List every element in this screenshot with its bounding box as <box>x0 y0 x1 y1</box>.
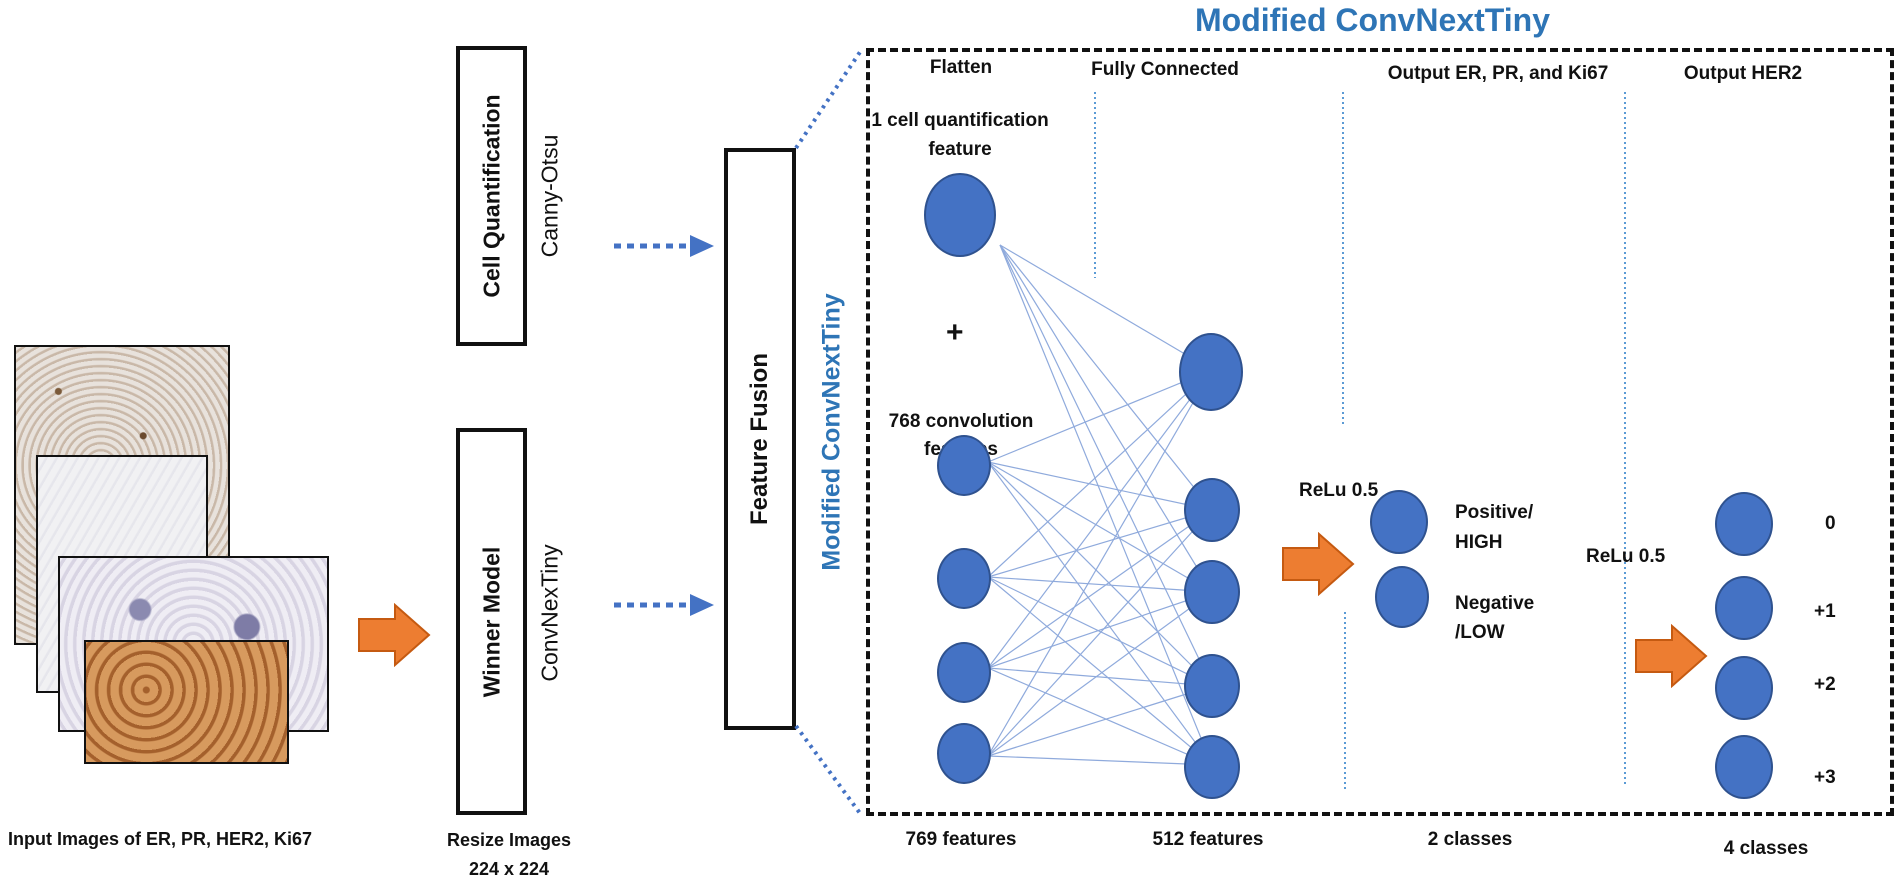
relu-label-2: ReLu 0.5 <box>1586 546 1666 567</box>
input-caption: Input Images of ER, PR, HER2, Ki67 <box>8 829 313 849</box>
fc-node-3 <box>1184 560 1240 624</box>
footer-512-features: 512 features <box>1152 829 1264 850</box>
negative-label-line1: Negative <box>1455 593 1535 614</box>
positive-label-line2: HIGH <box>1455 532 1503 553</box>
conv-features-label-line1: 768 convolution <box>888 411 1034 432</box>
conv-node-2 <box>937 548 991 609</box>
cell-feature-label-line1: 1 cell quantification <box>871 110 1049 131</box>
fc-node-1 <box>1179 333 1243 411</box>
cell-quantification-box: Cell Quantification <box>456 46 527 346</box>
resize-caption-line2: 224 x 224 <box>468 859 550 879</box>
dotted-arrow-cell <box>614 235 714 257</box>
her2-node-3 <box>1715 735 1773 799</box>
her2-node-0 <box>1715 492 1773 556</box>
col-output-her2: Output HER2 <box>1683 63 1803 84</box>
her2-label-0: 0 <box>1825 513 1836 534</box>
footer-769-features: 769 features <box>905 829 1017 850</box>
her2-label-1: +1 <box>1814 601 1836 622</box>
out1-node-positive <box>1370 490 1428 554</box>
plus-sign: + <box>946 316 964 349</box>
footer-4-classes: 4 classes <box>1723 838 1809 859</box>
out1-node-negative <box>1375 566 1429 628</box>
cell-feature-label-line2: feature <box>928 139 992 160</box>
negative-label-line2: /LOW <box>1455 622 1505 643</box>
footer-2-classes: 2 classes <box>1427 829 1513 850</box>
her2-stain-image <box>84 640 289 764</box>
col-fully-connected: Fully Connected <box>1091 59 1239 80</box>
her2-label-3: +3 <box>1814 767 1836 788</box>
modified-convnexttiny-panel <box>866 48 1894 816</box>
arrow-to-model <box>358 603 431 667</box>
col-flatten: Flatten <box>929 57 993 78</box>
diagram-title: Modified ConvNextTiny <box>1195 2 1550 38</box>
resize-caption-line1: Resize Images <box>446 830 572 850</box>
relu-arrow-1 <box>1282 532 1355 596</box>
fc-node-4 <box>1184 654 1240 718</box>
relu-label-1: ReLu 0.5 <box>1299 480 1379 501</box>
col-output-er-pr-ki67: Output ER, PR, and Ki67 <box>1387 63 1609 84</box>
her2-label-2: +2 <box>1814 674 1836 695</box>
conv-node-1 <box>937 435 991 496</box>
relu-arrow-2 <box>1635 624 1708 688</box>
dotted-arrow-winner <box>614 594 714 616</box>
winner-model-box: Winner Model <box>456 428 527 815</box>
conv-node-3 <box>937 642 991 703</box>
conv-node-4 <box>937 723 991 784</box>
her2-node-2 <box>1715 656 1773 720</box>
cell-feature-node <box>924 173 996 257</box>
positive-label-line1: Positive/ <box>1455 502 1534 523</box>
fc-node-5 <box>1184 735 1240 799</box>
zoom-lines <box>794 47 864 818</box>
fc-node-2 <box>1184 478 1240 542</box>
feature-fusion-box: Feature Fusion <box>724 148 796 730</box>
her2-node-1 <box>1715 576 1773 640</box>
